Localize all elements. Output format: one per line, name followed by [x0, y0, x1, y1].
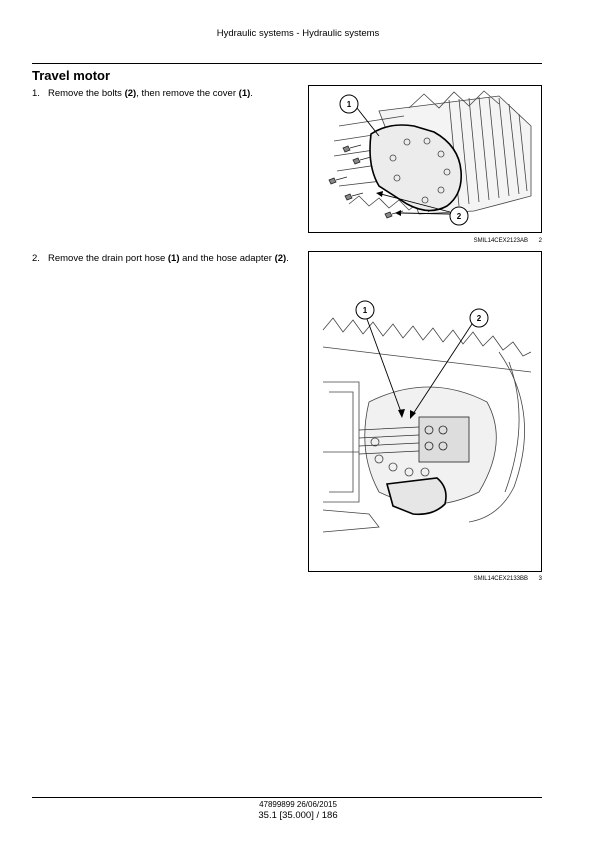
callout-circle [449, 206, 469, 226]
step-text: Remove the drain port hose (1) and the h… [48, 253, 289, 264]
footer-rule [32, 797, 542, 798]
header-rule [32, 63, 542, 64]
figure-code: SMIL14CEX2133BB [473, 576, 528, 582]
step-number: 2. [32, 253, 40, 264]
callout-circle [469, 308, 489, 328]
footer-page-number: 35.1 [35.000] / 186 [258, 810, 338, 821]
step-2: 2. Remove the drain port hose (1) and th… [32, 253, 294, 265]
travel-motor-cover-illustration: 1 2 [328, 90, 532, 226]
callout-label: 1 [347, 100, 352, 109]
drain-port-hose-illustration: 1 2 [322, 300, 532, 533]
figure-code: SMIL14CEX2123AB [473, 238, 528, 244]
figure-travel-motor-cover: 1 2 [308, 85, 542, 233]
running-header: Hydraulic systems - Hydraulic systems [216, 28, 380, 39]
figure-number: 3 [538, 576, 542, 582]
step-number: 1. [32, 88, 40, 99]
callout-label: 2 [477, 314, 482, 323]
figure-number: 2 [538, 238, 542, 244]
step-text: Remove the bolts (2), then remove the co… [48, 88, 253, 99]
step-1: 1. Remove the bolts (2), then remove the… [32, 88, 294, 100]
section-title: Travel motor [32, 68, 111, 83]
footer-document-id: 47899899 26/06/2015 [259, 800, 337, 809]
callout-label: 1 [363, 306, 368, 315]
figure-drain-port-hose: 1 2 [308, 251, 542, 572]
callout-circle [339, 94, 359, 114]
callout-label: 2 [457, 212, 462, 221]
callout-circle [355, 300, 375, 320]
